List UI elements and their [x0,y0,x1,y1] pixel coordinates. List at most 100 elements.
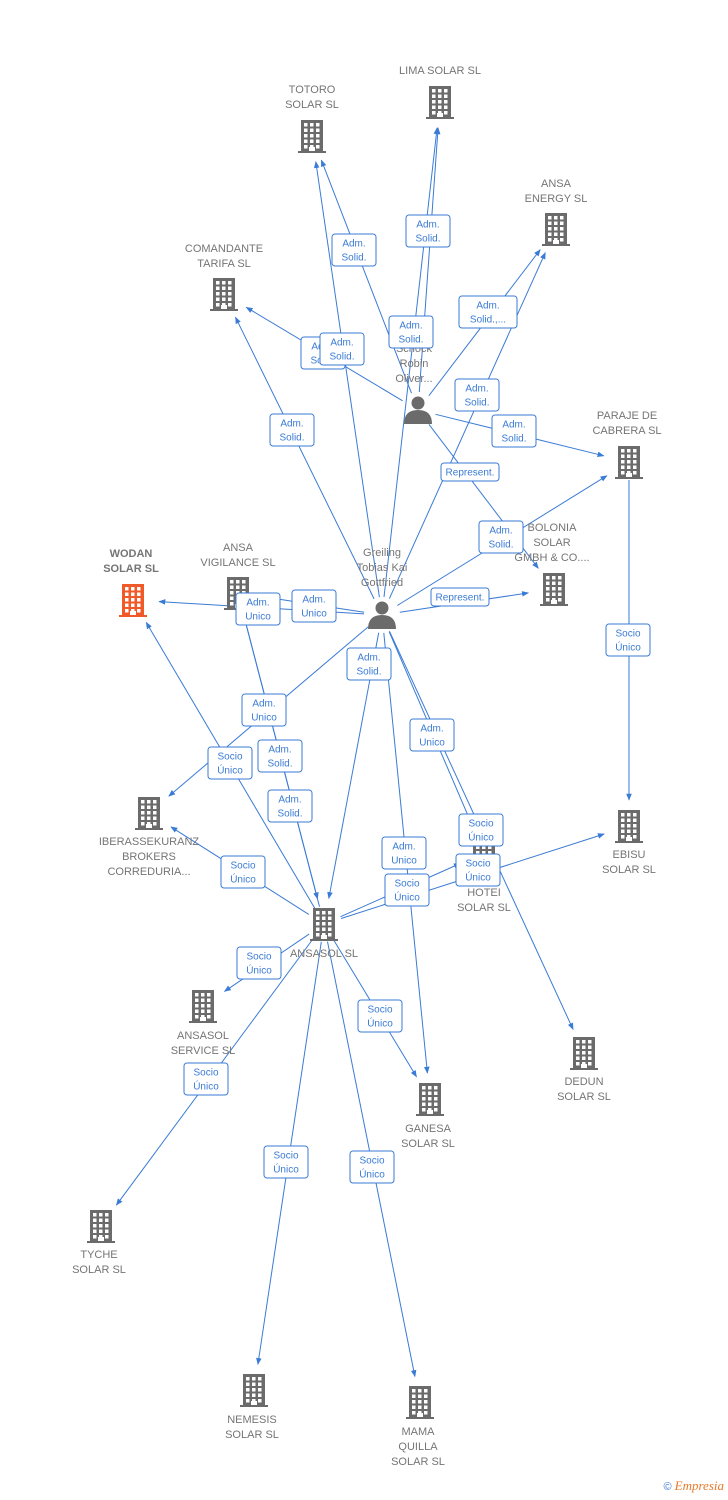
edge-label-box [267,789,313,823]
edge-label-box [331,233,377,267]
edge-label-schock-to-totoro[interactable]: Adm.Solid. [331,233,377,267]
edge-label-box [409,718,455,752]
edge-label-greiling-to-ansa_vig[interactable]: Adm.Unico [291,589,337,623]
node-label: GMBH & CO.... [514,552,589,564]
edge-label-greiling-to-ansa_energy[interactable]: Adm. Solid. [454,378,500,412]
edge-label-greiling-to-bolonia[interactable]: Represent. [430,587,490,607]
edge-label-box [257,739,303,773]
edge-greiling-to-lima [383,127,440,598]
edge-label-box [388,315,434,349]
edge-label-box [384,873,430,907]
brand-name: Empresia [674,1478,724,1493]
footer-brand[interactable]: © Empresia [663,1478,724,1494]
edge-label-text: Adm. [465,384,488,395]
edge-label-text: Unico [251,713,277,724]
node-label: SOLAR SL [72,1264,126,1276]
node-label: SOLAR SL [401,1138,455,1150]
node-label: ENERGY SL [525,193,588,205]
edge-label-box [319,332,365,366]
node-label: SOLAR SL [602,864,656,876]
building-icon [615,810,643,843]
edge-label-schock-to-ansa_energy[interactable]: Adm.Solid.,... [458,295,518,329]
edge-label-text: Socio [468,819,493,830]
edge-label-box [357,999,403,1033]
edge-label-text: Único [465,871,491,884]
edges-layer [115,127,632,1378]
edge-label-text: Único [468,831,494,844]
node-label: Greiling [363,547,401,559]
node-label: TOTORO [289,84,336,96]
edge-label-text: Único [615,641,641,654]
node-label: WODAN [110,548,153,560]
edge-label-greiling-to-hotei[interactable]: Adm.Unico [409,718,455,752]
node-label: SOLAR SL [225,1429,279,1441]
node-schock[interactable]: SchockRobinOliver... [395,343,433,424]
edge-label-ansa_vig-to-ansasol[interactable]: Adm.Solid. [267,789,313,823]
edge-label-text: Único [217,764,243,777]
edge-label-greiling-to-totoro[interactable]: Adm.Solid. [319,332,365,366]
node-lima[interactable]: LIMA SOLAR SL [399,65,481,119]
edge-label-text: Adm. [278,795,301,806]
person-icon [404,396,432,424]
edge-label-greiling-to-wodan[interactable]: Adm.Unico [235,592,281,626]
edge-label-box [454,378,500,412]
node-label: ANSA [223,542,254,554]
edge-label-greiling-to-paraje[interactable]: Adm.Solid. [478,520,524,554]
edge-label-box [455,853,501,887]
edge-label-schock-to-paraje[interactable]: Adm.Solid. [491,414,537,448]
node-label: LIMA SOLAR SL [399,65,481,77]
edge-label-text: Solid. [464,398,489,409]
edge-label-text: Represent. [436,593,485,604]
edge-label-greiling-to-ganesa[interactable]: Adm.Unico [381,836,427,870]
edge-label-text: Adm. [476,301,499,312]
node-label: ANSASOL SL [290,948,358,960]
node-ansasol[interactable]: ANSASOL SL [290,908,358,960]
edge-label-schock-to-bolonia[interactable]: Represent. [440,462,500,482]
edge-label-text: Adm. [246,598,269,609]
node-iberas[interactable]: IBERASSEKURANZBROKERSCORREDURIA... [99,797,200,878]
person-icon [368,601,396,629]
edge-label-text: Adm. [342,239,365,250]
edge-label-text: Solid. [415,234,440,245]
edge-label-text: Adm. [420,724,443,735]
edge-label-text: Adm. [392,842,415,853]
edge-label-text: Único [394,891,420,904]
edge-label-greiling-to-dedun[interactable]: Adm.Solid. [257,739,303,773]
edge-label-schock-to-lima[interactable]: Adm.Solid. [405,214,451,248]
edge-label-text: Socio [615,629,640,640]
edge-label-box [440,462,500,482]
node-label: CORREDURIA... [107,866,190,878]
edge-label-greiling-to-comandante[interactable]: Adm.Solid. [269,413,315,447]
edge-label-box [220,855,266,889]
edge-label-greiling-to-iberas[interactable]: Adm.Unico [241,693,287,727]
edge-label-greiling-to-ansasol[interactable]: Adm.Solid. [346,647,392,681]
edge-label-box [430,587,490,607]
edge-label-greiling-to-lima[interactable]: Adm.Solid. [388,315,434,349]
